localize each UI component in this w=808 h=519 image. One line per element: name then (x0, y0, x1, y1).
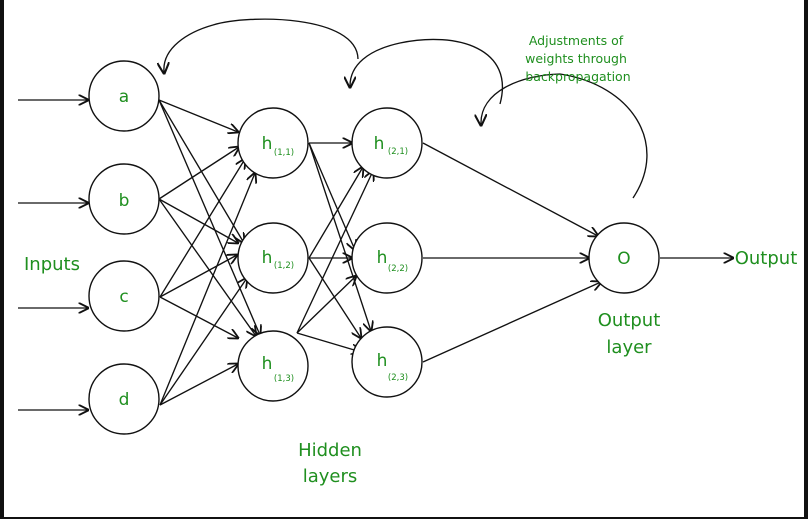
output-node (588, 222, 660, 294)
backprop-curve-hidden2-to-hidden1 (350, 38, 503, 105)
edge-d-h12 (159, 278, 247, 406)
hidden-node-2-1-sub: (2,1) (388, 147, 408, 157)
edge-c-h13 (159, 296, 238, 338)
hidden-node-2-1 (351, 107, 423, 179)
hidden-node-2-3 (351, 326, 423, 398)
hidden-layer-2: h (2,1) h (2,2) h (2,3) (351, 107, 423, 398)
backprop-curve-hidden1-to-input (164, 18, 359, 72)
hidden-node-1-2-main: h (262, 248, 273, 268)
hidden-node-1-3 (237, 330, 309, 402)
input-node-c-label: c (119, 287, 128, 307)
hidden2-to-output-edges (422, 142, 601, 363)
hidden1-to-hidden2-edges (296, 142, 373, 352)
input-node-d (88, 363, 160, 435)
edge-b-h11 (158, 147, 239, 200)
edge-h21-output (422, 142, 598, 236)
input-node-d-label: d (119, 390, 130, 410)
input-node-a-label: a (119, 87, 129, 107)
input-node-c (88, 260, 160, 332)
output-layer-label-line-2: layer (606, 337, 652, 358)
edge-a-h11 (158, 99, 238, 132)
hidden-layers-label-line-2: layers (303, 466, 358, 487)
hidden-node-1-1-main: h (262, 134, 273, 154)
hidden-layer-1: h (1,1) h (1,2) h (1,3) (237, 107, 309, 402)
output-layer-label-line-1: Output (598, 310, 661, 331)
right-dark-border (804, 0, 808, 519)
inputs-label: Inputs (24, 254, 80, 275)
input-node-b (88, 163, 160, 235)
edge-d-h11 (159, 173, 255, 406)
adjustment-label-line-2: weights through (525, 51, 627, 66)
backpropagation-curves (164, 18, 648, 199)
edge-h12-h23 (308, 257, 361, 338)
edge-c-h12 (159, 255, 237, 298)
hidden-node-1-3-main: h (262, 354, 273, 374)
hidden-node-2-3-sub: (2,3) (388, 373, 408, 383)
hidden-node-1-3-sub: (1,3) (274, 374, 294, 384)
hidden-node-1-2 (237, 222, 309, 294)
input-node-b-label: b (119, 191, 130, 211)
input-layer: a b c d (88, 60, 160, 435)
hidden-node-2-1-main: h (374, 134, 385, 154)
edge-h13-h21 (296, 171, 373, 334)
edge-h23-output (422, 282, 601, 363)
edge-d-h13 (159, 364, 238, 406)
adjustment-label-line-1: Adjustments of (529, 33, 624, 48)
edge-h13-h23 (296, 332, 361, 352)
input-arrows (18, 100, 88, 410)
bottom-dark-border (0, 517, 808, 519)
hidden-node-2-2-main: h (377, 248, 388, 268)
edge-h13-h22 (296, 276, 356, 334)
output-node-label: O (617, 249, 630, 269)
input-to-hidden1-edges (158, 99, 260, 406)
edge-b-h12 (158, 198, 238, 243)
hidden-node-2-2 (351, 222, 423, 294)
hidden-layers-label-line-1: Hidden (298, 440, 362, 461)
hidden-node-2-2-sub: (2,2) (388, 264, 408, 274)
backprop-curve-output-to-hidden2 (481, 73, 648, 199)
diagram-labels: Inputs Hidden layers Output layer Output… (24, 33, 797, 487)
adjustment-label-line-3: backpropagation (525, 69, 630, 84)
hidden-node-1-1-sub: (1,1) (274, 148, 294, 158)
hidden-node-1-1 (237, 107, 309, 179)
output-arrow-label: Output (735, 248, 798, 269)
output-layer: O (588, 222, 660, 294)
edge-h12-h21 (308, 167, 363, 259)
hidden-node-2-3-main: h (377, 351, 388, 371)
left-dark-border (0, 0, 4, 519)
hidden-node-1-2-sub: (1,2) (274, 261, 294, 271)
edge-b-h13 (158, 198, 256, 336)
edge-c-h11 (159, 159, 245, 298)
edge-h11-h23 (308, 142, 371, 331)
edge-h11-h22 (308, 142, 355, 250)
input-node-a (88, 60, 160, 132)
